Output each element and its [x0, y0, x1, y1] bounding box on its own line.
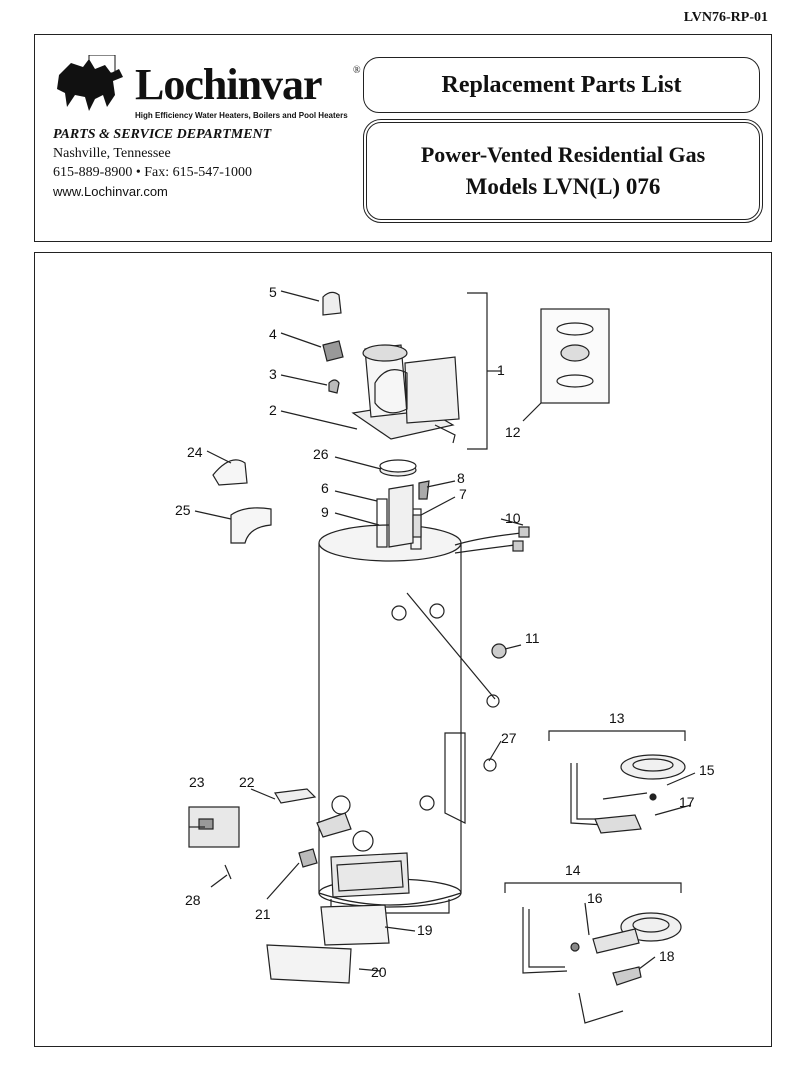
department-city: Nashville, Tennessee	[53, 146, 171, 161]
callout-24: 24	[187, 444, 203, 460]
callout-6: 6	[321, 480, 329, 496]
tank-body	[318, 543, 462, 906]
department-info: PARTS & SERVICE DEPARTMENT Nashville, Te…	[53, 125, 271, 201]
callout-3: 3	[269, 366, 277, 382]
document-code: LVN76-RP-01	[683, 10, 768, 25]
horse-rider-icon	[57, 55, 123, 111]
brand-name: Lochinvar	[135, 60, 323, 109]
callout-1: 1	[497, 362, 505, 378]
callout-9: 9	[321, 504, 329, 520]
callout-4: 4	[269, 326, 277, 342]
header-box: Lochinvar ® High Efficiency Water Heater…	[34, 34, 772, 242]
model-line-1: Power-Vented Residential Gas	[420, 142, 706, 167]
callout-7: 7	[459, 486, 467, 502]
company-logo: Lochinvar ® High Efficiency Water Heater…	[49, 51, 369, 121]
callout-2: 2	[269, 402, 277, 418]
callout-12: 12	[505, 424, 521, 440]
callout-19: 19	[417, 922, 433, 938]
callout-27: 27	[501, 730, 517, 746]
callout-25: 25	[175, 502, 191, 518]
callout-26: 26	[313, 446, 329, 462]
model-line-2: Models LVN(L) 076	[465, 174, 661, 199]
brand-tagline: High Efficiency Water Heaters, Boilers a…	[135, 111, 348, 120]
callout-11: 11	[525, 630, 540, 646]
callout-8: 8	[457, 470, 465, 486]
callout-5: 5	[269, 284, 277, 300]
department-website[interactable]: www.Lochinvar.com	[53, 184, 168, 199]
tank-base	[330, 899, 450, 914]
header-title: Replacement Parts List	[363, 57, 760, 113]
parts-diagram: 1 2 3 4 5 6 7 8 9 10 11 12 13 14 15 16 1…	[34, 252, 772, 1047]
callout-10: 10	[505, 510, 521, 526]
registered-mark: ®	[353, 65, 361, 76]
callout-21: 21	[255, 906, 271, 922]
callout-17: 17	[679, 794, 695, 810]
callout-23: 23	[189, 774, 205, 790]
callout-16: 16	[587, 890, 603, 906]
parts-drawing: 1 2 3 4 5 6 7 8 9 10 11 12 13 14 15 16 1…	[175, 284, 715, 1024]
department-phone: 615-889-8900 • Fax: 615-547-1000	[53, 165, 252, 180]
callout-22: 22	[239, 774, 255, 790]
callout-14: 14	[565, 862, 581, 878]
callout-13: 13	[609, 710, 625, 726]
callout-15: 15	[699, 762, 715, 778]
department-title: PARTS & SERVICE DEPARTMENT	[53, 127, 272, 142]
callout-20: 20	[371, 964, 387, 980]
model-box: Power-Vented Residential Gas Models LVN(…	[363, 119, 763, 223]
callout-18: 18	[659, 948, 675, 964]
callout-28: 28	[185, 892, 201, 908]
